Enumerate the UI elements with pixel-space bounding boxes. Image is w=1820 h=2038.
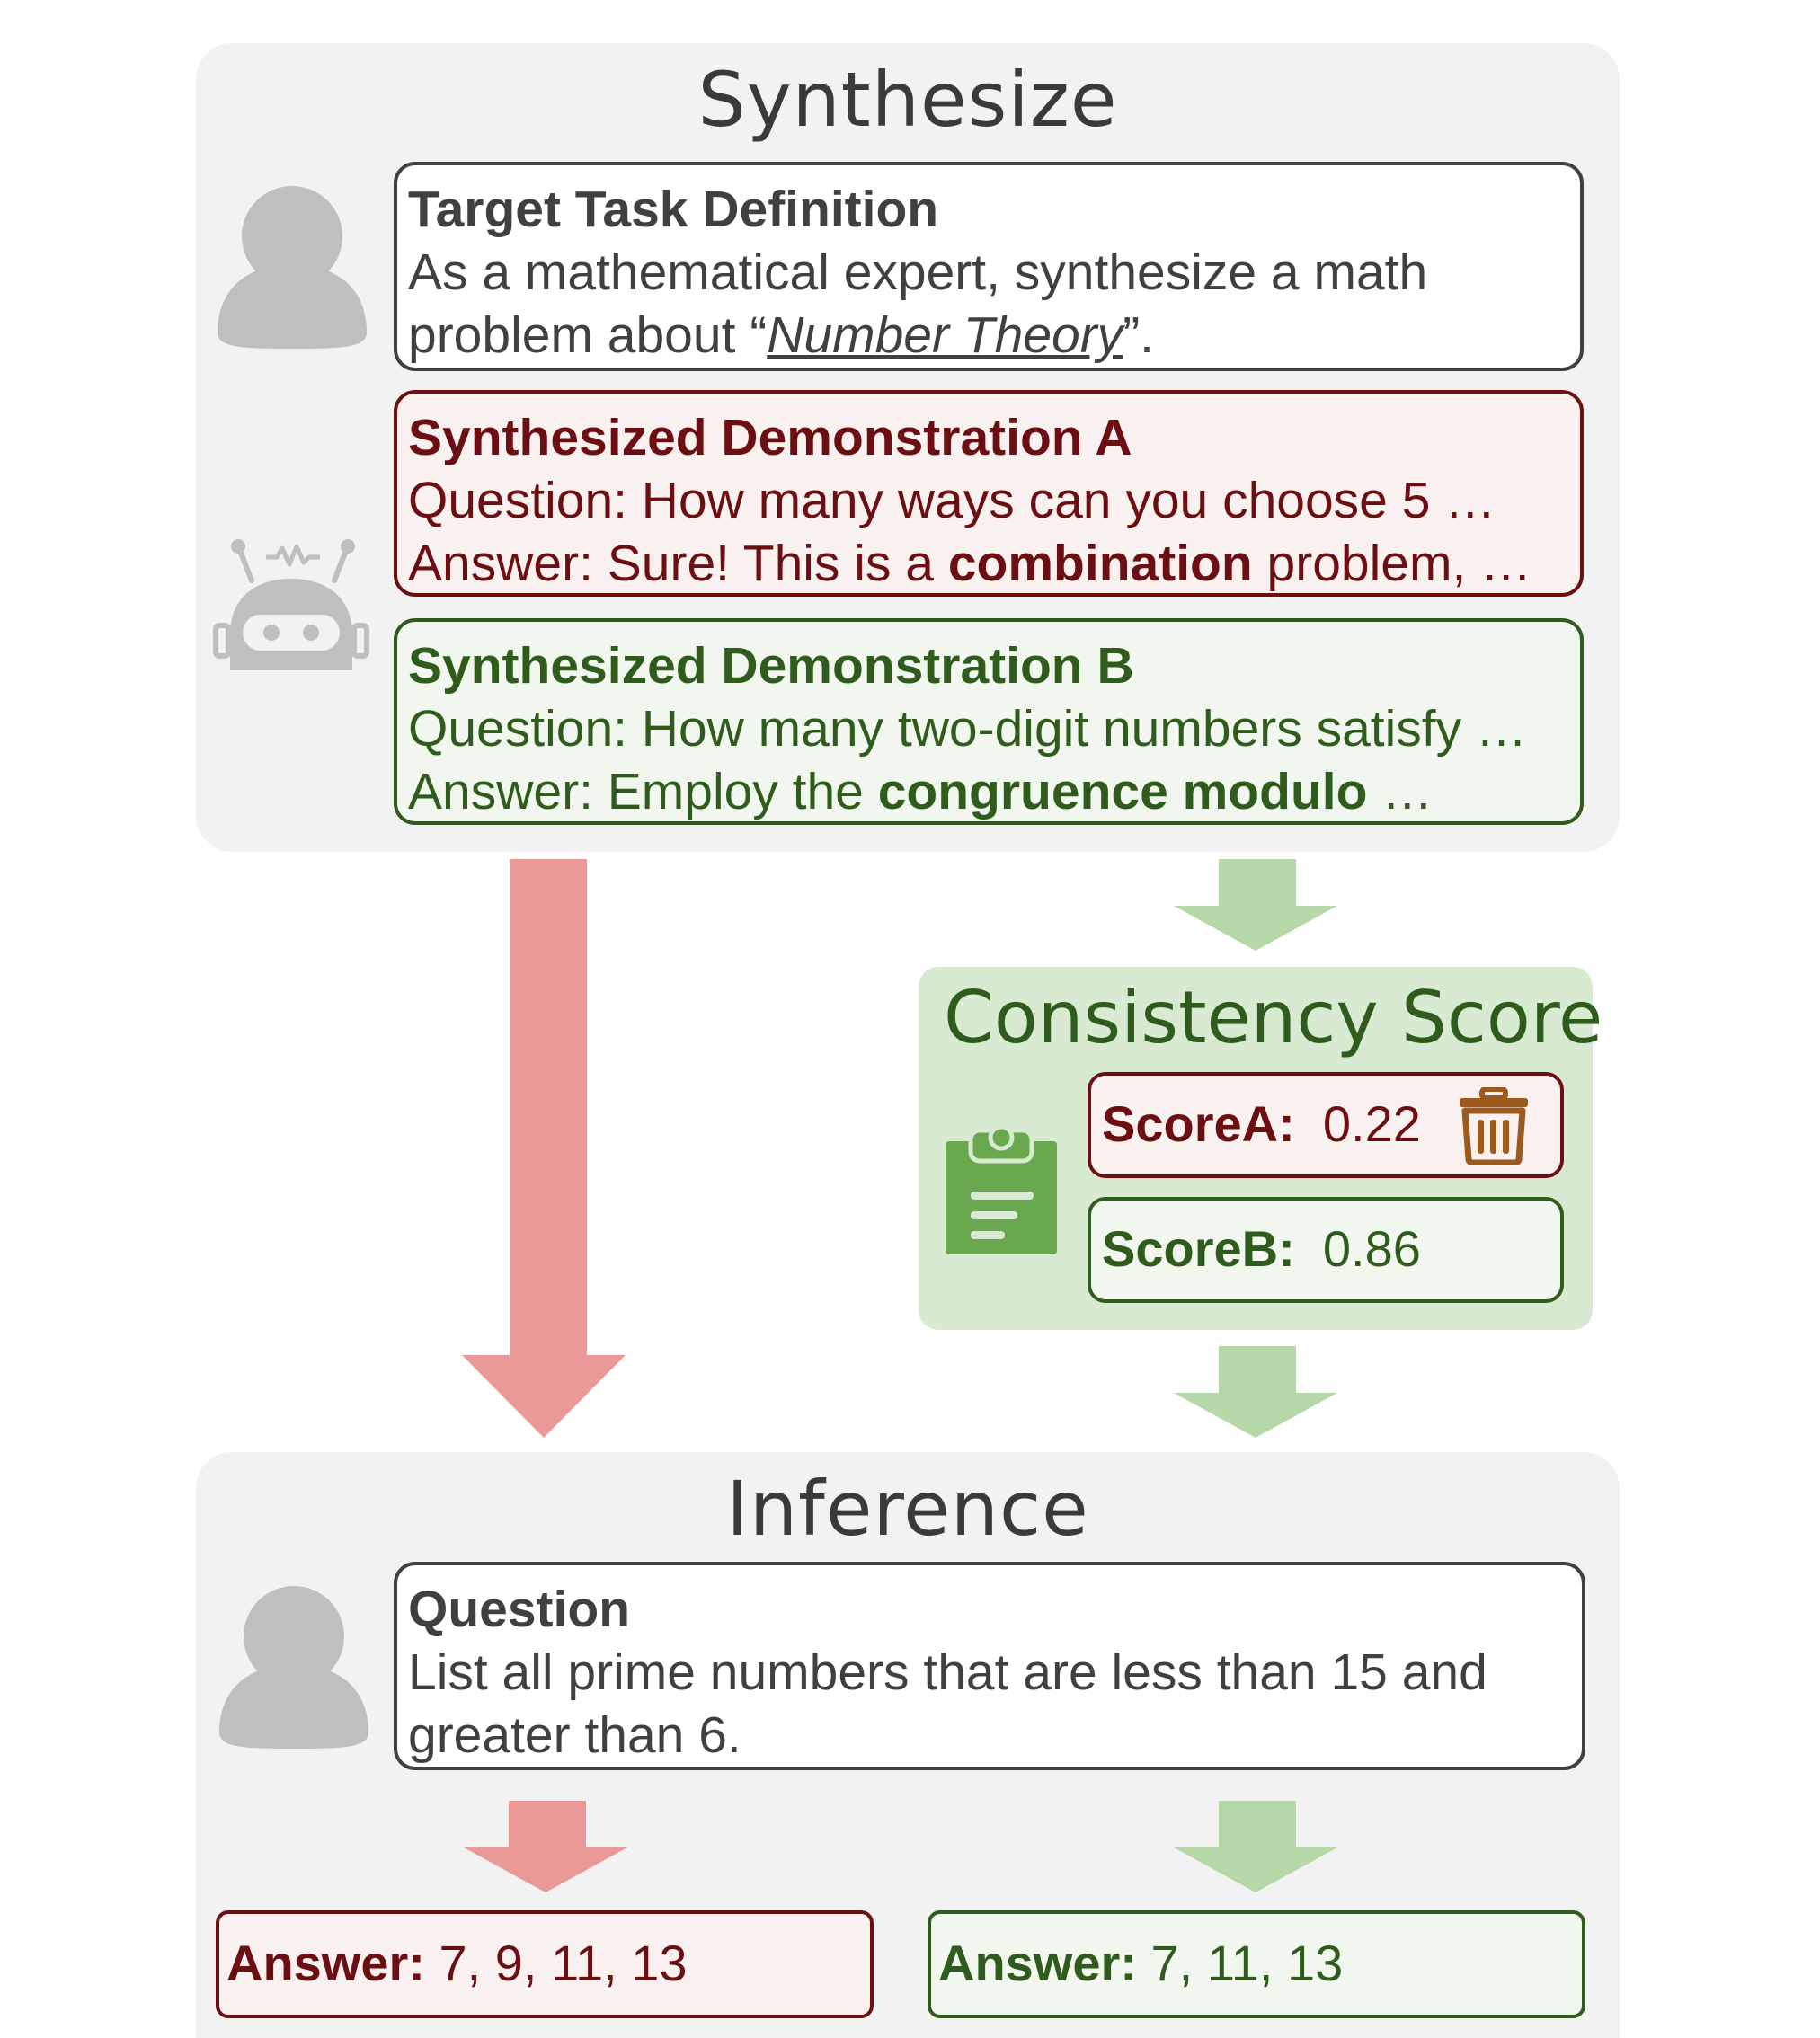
score-a-value: 0.22 [1322, 1095, 1421, 1152]
task-definition-heading: Target Task Definition [408, 181, 939, 238]
green-arrow-down-small [1174, 1801, 1337, 1892]
green-arrow-down-upper [1174, 859, 1337, 951]
demonstration-a-heading: Synthesized Demonstration A [408, 409, 1132, 466]
inference-question-box: Question List all prime numbers that are… [394, 1562, 1585, 1770]
answer-green-value: 7, 11, 13 [1150, 1935, 1344, 1991]
demonstration-a-answer: Answer: Sure! This is a combination prob… [408, 532, 1569, 595]
clipboard-icon [946, 1124, 1057, 1254]
demonstration-b-heading: Synthesized Demonstration B [408, 637, 1134, 695]
score-b-box: ScoreB: 0.86 [1088, 1197, 1564, 1303]
red-arrow-down-small [464, 1801, 627, 1892]
task-definition-box: Target Task Definition As a mathematical… [394, 162, 1584, 371]
inference-question-line2: greater than 6. [408, 1706, 741, 1764]
demo-b-answer-suffix: … [1367, 763, 1434, 820]
answer-red-value: 7, 9, 11, 13 [439, 1935, 688, 1991]
demonstration-b-question: Question: How many two-digit numbers sat… [408, 700, 1527, 758]
consistency-score-title: Consistency Score [944, 976, 1603, 1059]
synthesize-title: Synthesize [697, 56, 1118, 144]
demo-a-answer-prefix: Answer: Sure! This is a [408, 535, 948, 592]
task-definition-line2: problem about “Number Theory”. [408, 304, 1569, 367]
score-b-label: ScoreB: [1102, 1220, 1295, 1277]
demo-a-answer-bold: combination [947, 535, 1253, 592]
task-line2-prefix: problem about “ [408, 306, 768, 364]
score-a-label: ScoreA: [1102, 1095, 1295, 1152]
score-a-box: ScoreA: 0.22 [1088, 1072, 1564, 1178]
task-line2-suffix: ”. [1123, 306, 1155, 364]
user-icon [218, 186, 367, 349]
green-arrow-down-lower [1174, 1346, 1337, 1438]
task-topic: Number Theory [767, 306, 1123, 364]
inference-question-line1: List all prime numbers that are less tha… [408, 1644, 1487, 1701]
inference-title: Inference [726, 1465, 1089, 1553]
robot-icon [213, 539, 369, 670]
demonstration-b-answer: Answer: Employ the congruence modulo … [408, 760, 1569, 823]
task-definition-line1: As a mathematical expert, synthesize a m… [408, 244, 1428, 301]
demonstration-a-box: Synthesized Demonstration A Question: Ho… [394, 390, 1584, 597]
demonstration-b-box: Synthesized Demonstration B Question: Ho… [394, 618, 1584, 825]
score-b-value: 0.86 [1322, 1220, 1421, 1277]
demo-b-answer-bold: congruence modulo [877, 763, 1368, 820]
demo-b-answer-prefix: Answer: Employ the [408, 763, 878, 820]
inference-question-heading: Question [408, 1581, 631, 1638]
answer-green-box: Answer: 7, 11, 13 [928, 1910, 1585, 2018]
answer-red-box: Answer: 7, 9, 11, 13 [216, 1910, 874, 2018]
answer-red-label: Answer: [226, 1935, 425, 1991]
demo-a-answer-suffix: problem, … [1252, 535, 1532, 592]
trash-icon [1460, 1087, 1528, 1165]
user-icon [219, 1586, 368, 1749]
demonstration-a-question: Question: How many ways can you choose 5… [408, 472, 1496, 529]
answer-green-label: Answer: [938, 1935, 1137, 1991]
red-arrow-down-large [462, 859, 626, 1438]
